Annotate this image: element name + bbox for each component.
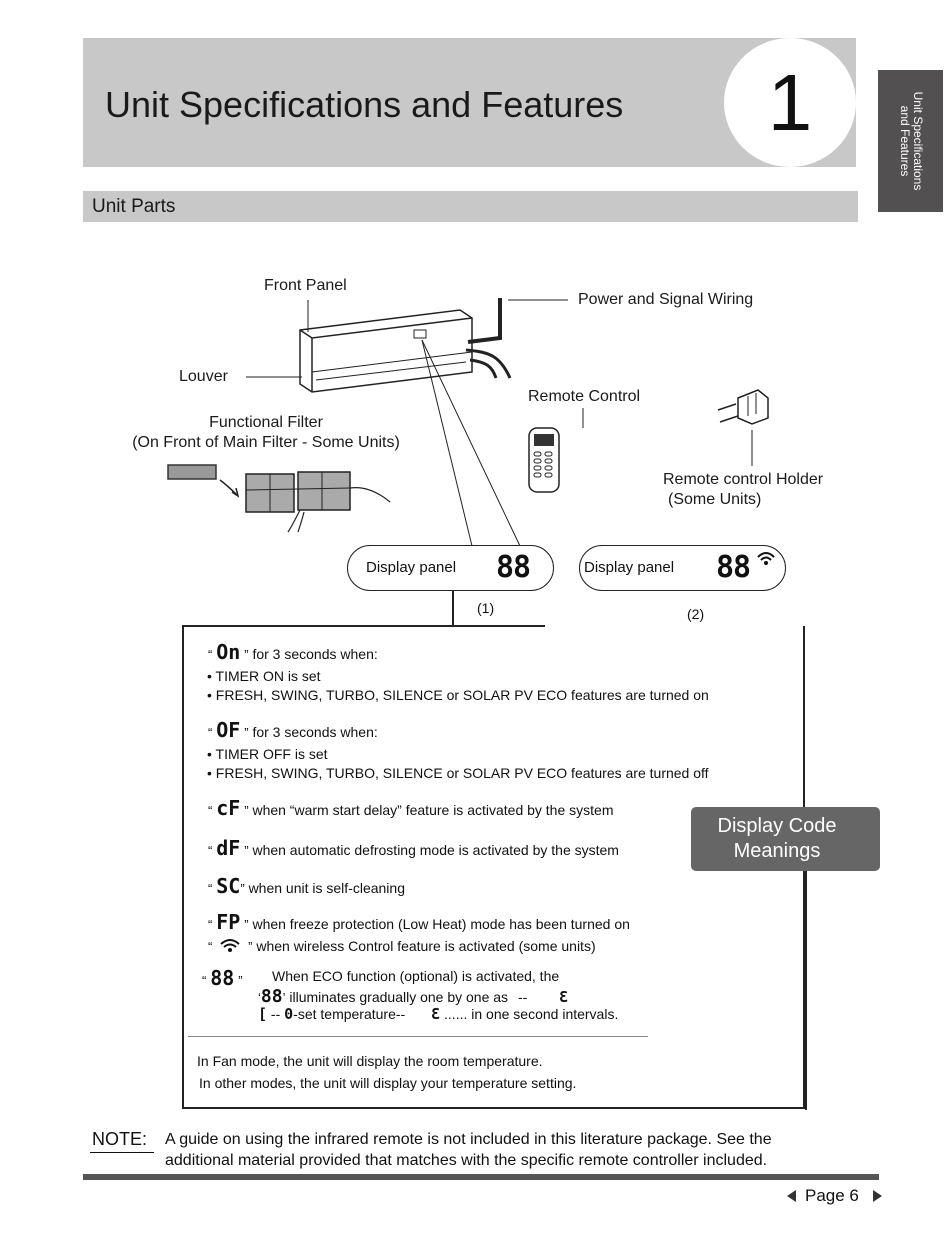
code-of-row: “ OF ” for 3 seconds when:: [208, 718, 378, 742]
note-line1: A guide on using the infrared remote is …: [165, 1131, 772, 1148]
code-wifi-text: when wireless Control feature is activat…: [256, 938, 596, 954]
next-page-icon[interactable]: [872, 1190, 882, 1202]
fan-mode-line: In Fan mode, the unit will display the r…: [197, 1053, 543, 1069]
page-number: Page 6: [805, 1186, 859, 1205]
code-eco-line3-b: ...... in one second intervals.: [444, 1006, 619, 1022]
code-on-item1: • TIMER ON is set: [207, 668, 321, 684]
code-wifi-row: “ ” when wireless Control feature is act…: [208, 938, 596, 954]
code-fp-glyph: FP: [216, 910, 241, 934]
code-on-row: “ On ” for 3 seconds when:: [208, 640, 378, 664]
holder-label-line2: (Some Units): [668, 491, 762, 508]
display-panel-1: Display panel 88: [347, 545, 554, 591]
eco-segment-e-icon: Ɛ: [559, 988, 569, 1006]
section-bar: [83, 191, 858, 222]
code-eco-line2-row: ‘88’ illuminates gradually one by one as…: [258, 986, 569, 1007]
page-title: Unit Specifications and Features: [105, 84, 624, 125]
filter-label-line1: Functional Filter: [209, 414, 323, 431]
holder-label-line1: Remote control Holder: [663, 471, 824, 488]
code-fp-text: when freeze protection (Low Heat) mode h…: [252, 916, 630, 932]
section-title: Unit Parts: [92, 196, 176, 217]
wifi-icon: [757, 552, 775, 565]
display-code-meanings-text: Display Code Meanings: [717, 815, 837, 862]
prev-page-icon[interactable]: [787, 1190, 797, 1202]
remote-control-label: Remote Control: [528, 388, 641, 405]
code-sc-glyph: SC: [216, 874, 241, 898]
filter-label: Functional Filter (On Front of Main Filt…: [110, 414, 422, 452]
code-eco-line3-row: [ -- 0-set temperature-- Ɛ ...... in one…: [258, 1005, 619, 1023]
code-of-heading: for 3 seconds when:: [252, 724, 378, 740]
variant-1-label: (1): [477, 600, 495, 616]
chapter-badge: [724, 38, 856, 167]
note-line2: additional material provided that matche…: [165, 1152, 768, 1169]
code-eco-line1: When ECO function (optional) is activate…: [272, 968, 560, 984]
eco-segment-e2-icon: Ɛ: [431, 1005, 441, 1023]
note-label: NOTE:: [92, 1129, 148, 1149]
eco-segment-o-icon: 0: [284, 1005, 294, 1023]
footer-rule: [83, 1174, 879, 1180]
note-text: A guide on using the infrared remote is …: [165, 1129, 825, 1171]
code-sc-row: “ SC” when unit is self-cleaning: [208, 874, 405, 898]
chapter-number: 1: [767, 58, 813, 147]
variant-2-label: (2): [687, 606, 705, 622]
note-underline: [90, 1152, 154, 1153]
display-panel-1-digits: 88: [496, 550, 531, 585]
code-df-row: “ dF ” when automatic defrosting mode is…: [208, 836, 619, 860]
louver-label: Louver: [179, 368, 228, 385]
code-cf-row: “ cF ” when “warm start delay” feature i…: [208, 796, 614, 820]
code-eco-line3-a: -set temperature--: [293, 1006, 406, 1022]
eco-segment-c-icon: [: [258, 1005, 268, 1023]
other-modes-line: In other modes, the unit will display yo…: [199, 1075, 577, 1091]
code-eco-glyph: 88: [210, 966, 235, 990]
code-sc-text: when unit is self-cleaning: [248, 880, 405, 896]
code-on-heading: for 3 seconds when:: [252, 646, 378, 662]
code-box-divider: [188, 1036, 648, 1037]
code-cf-text: when “warm start delay” feature is activ…: [252, 802, 614, 818]
code-fp-row: “ FP ” when freeze protection (Low Heat)…: [208, 910, 630, 934]
code-of-glyph: OF: [216, 718, 241, 742]
code-eco-line2: illuminates gradually one by one as: [289, 989, 509, 1005]
code-on-glyph: On: [216, 640, 241, 664]
code-eco-inline-glyph: 88: [260, 986, 283, 1007]
code-cf-glyph: cF: [216, 796, 241, 820]
code-df-glyph: dF: [216, 836, 241, 860]
wifi-icon: [220, 939, 240, 952]
display-panel-2: Display panel 88: [579, 545, 786, 591]
filter-label-line2: (On Front of Main Filter - Some Units): [132, 434, 400, 451]
display-panel-2-label: Display panel: [584, 559, 675, 576]
code-on-item2: • FRESH, SWING, TURBO, SILENCE or SOLAR …: [207, 687, 709, 703]
display-panel-1-label: Display panel: [366, 559, 457, 576]
front-panel-label: Front Panel: [264, 277, 347, 294]
display-panel-2-digits: 88: [716, 550, 751, 585]
side-tab[interactable]: [878, 70, 943, 212]
code-of-item1: • TIMER OFF is set: [207, 746, 328, 762]
code-df-text: when automatic defrosting mode is activa…: [252, 842, 619, 858]
display-code-meanings-callout: [691, 807, 880, 871]
wiring-label: Power and Signal Wiring: [578, 291, 754, 308]
code-of-item2: • FRESH, SWING, TURBO, SILENCE or SOLAR …: [207, 765, 709, 781]
holder-label: Remote control Holder (Some Units): [663, 471, 823, 509]
code-eco-glyph-wrap: “ 88 ”: [202, 966, 243, 990]
